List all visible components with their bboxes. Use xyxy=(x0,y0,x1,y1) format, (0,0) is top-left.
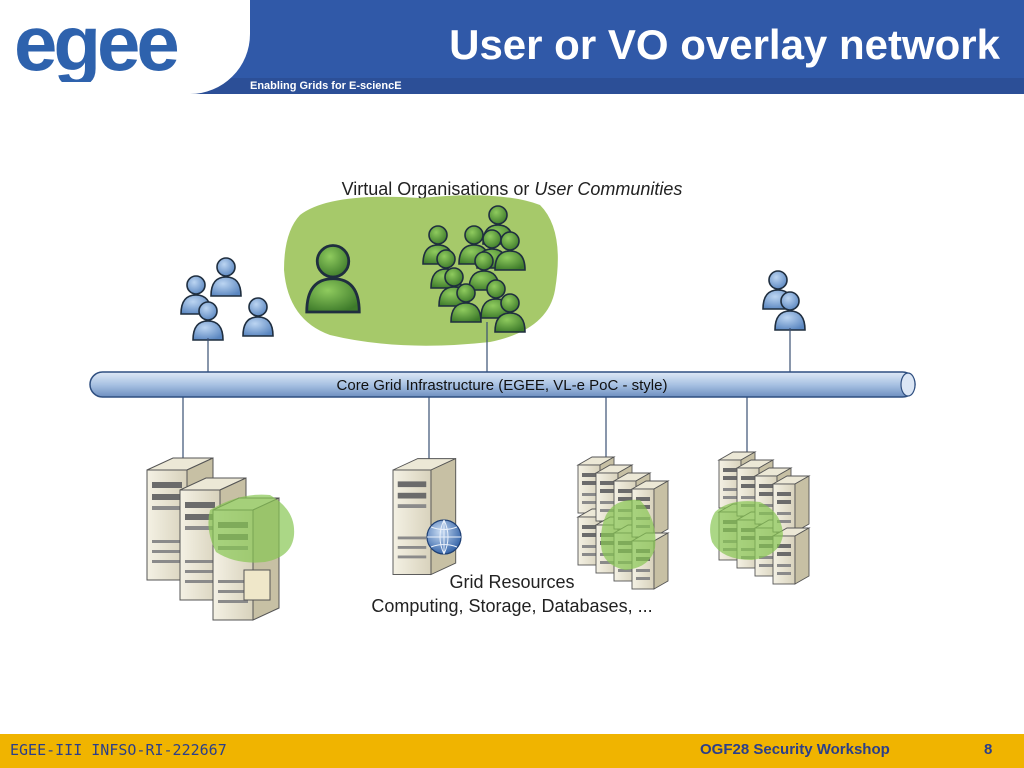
computing-cluster xyxy=(146,457,295,621)
right-user-group xyxy=(762,270,806,331)
left-user-group xyxy=(180,257,274,341)
slide-header: egee User or VO overlay network Enabling… xyxy=(0,0,1024,94)
vo-caption-plain: Virtual Organisations or xyxy=(342,179,535,199)
vo-green-overlay-1 xyxy=(208,494,295,563)
database-rack-2 xyxy=(710,452,809,584)
core-grid-tube xyxy=(89,371,916,398)
overlay-network-diagram: Virtual Organisations or User Communitie… xyxy=(89,179,916,621)
egee-logo: egee xyxy=(14,12,181,82)
connector-lines xyxy=(182,322,791,510)
header-strip xyxy=(0,78,1024,94)
vo-green-overlay-3 xyxy=(710,501,783,560)
database-rack-1 xyxy=(578,457,668,589)
vo-caption: Virtual Organisations or User Communitie… xyxy=(342,179,683,199)
logo-text: egee xyxy=(14,12,177,82)
storage-server xyxy=(392,458,462,575)
slide-title: User or VO overlay network xyxy=(449,21,1000,68)
vo-caption-italic: User Communities xyxy=(534,179,682,199)
core-grid-label: Core Grid Infrastructure (EGEE, VL-e PoC… xyxy=(337,377,668,394)
page-number: 8 xyxy=(984,741,993,758)
vo-green-overlay-2 xyxy=(600,499,656,570)
logo-box: egee xyxy=(0,0,250,94)
event-name: OGF28 Security Workshop xyxy=(700,741,890,758)
header-tagline: Enabling Grids for E-sciencE xyxy=(250,80,402,92)
project-id: EGEE-III INFSO-RI-222667 xyxy=(10,741,227,759)
resources-subtitle: Computing, Storage, Databases, ... xyxy=(371,596,652,616)
resources-title: Grid Resources xyxy=(449,572,574,592)
slide-footer: EGEE-III INFSO-RI-222667 OGF28 Security … xyxy=(0,734,1024,768)
